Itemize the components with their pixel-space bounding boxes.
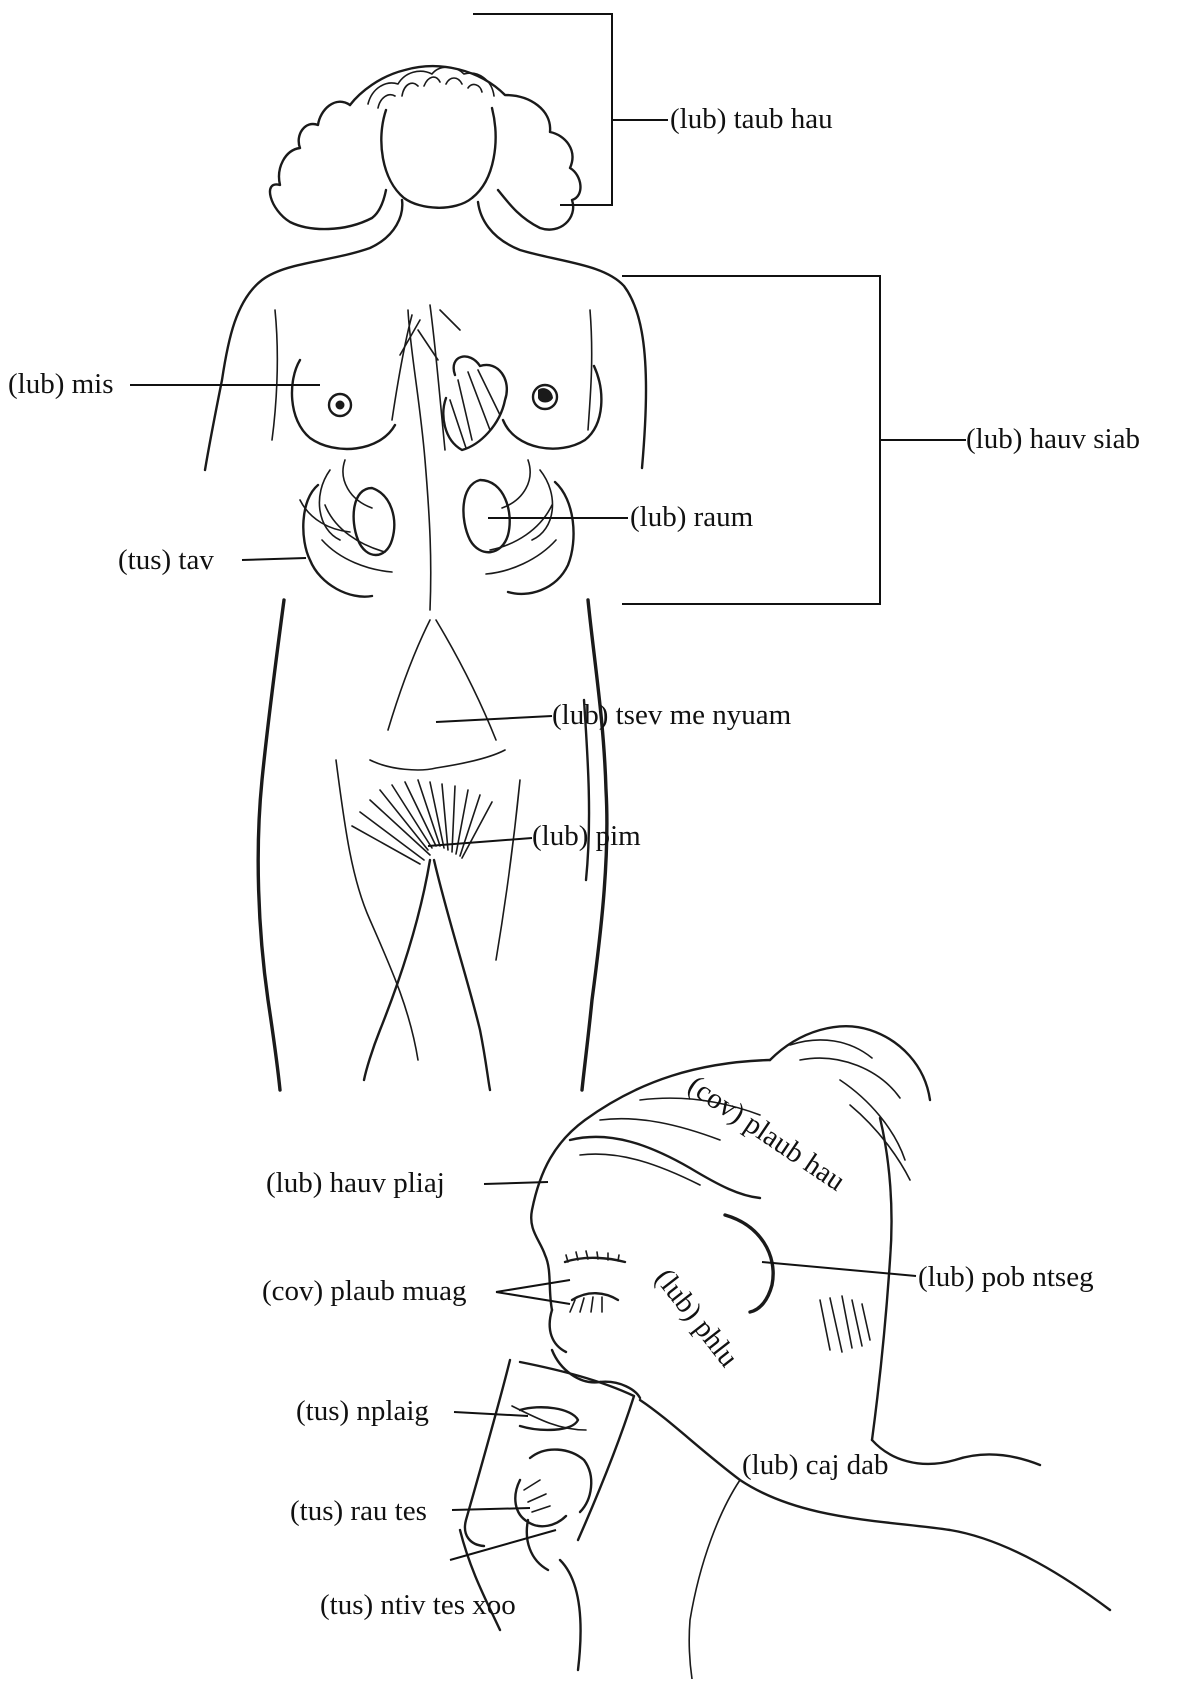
- body-callouts: [130, 14, 966, 846]
- label-nplaig: (tus) nplaig: [296, 1395, 429, 1427]
- label-mis: (lub) mis: [8, 368, 114, 400]
- label-raum: (lub) raum: [630, 501, 754, 533]
- label-taub-hau: (lub) taub hau: [670, 103, 833, 135]
- label-pob-ntseg: (lub) pob ntseg: [918, 1261, 1094, 1293]
- label-tav: (tus) tav: [118, 544, 214, 576]
- label-phlu: (lub) phlu: [648, 1263, 744, 1373]
- label-hauv-pliaj: (lub) hauv pliaj: [266, 1167, 445, 1199]
- label-hauv-siab: (lub) hauv siab: [966, 423, 1140, 455]
- label-ntiv-tes-xoo: (tus) ntiv tes xoo: [320, 1589, 516, 1621]
- head-profile-figure: [460, 1026, 1110, 1679]
- label-caj-dab: (lub) caj dab: [742, 1449, 889, 1481]
- labels: (lub) taub hau (lub) mis (lub) hauv siab…: [8, 103, 1140, 1621]
- label-rau-tes: (tus) rau tes: [290, 1495, 427, 1527]
- label-plaub-muag: (cov) plaub muag: [262, 1275, 467, 1307]
- head-callouts: [450, 1182, 916, 1560]
- female-body-figure: [205, 66, 646, 1090]
- label-pim: (lub) pim: [532, 820, 641, 852]
- label-tsev-me-nyuam: (lub) tsev me nyuam: [552, 699, 792, 731]
